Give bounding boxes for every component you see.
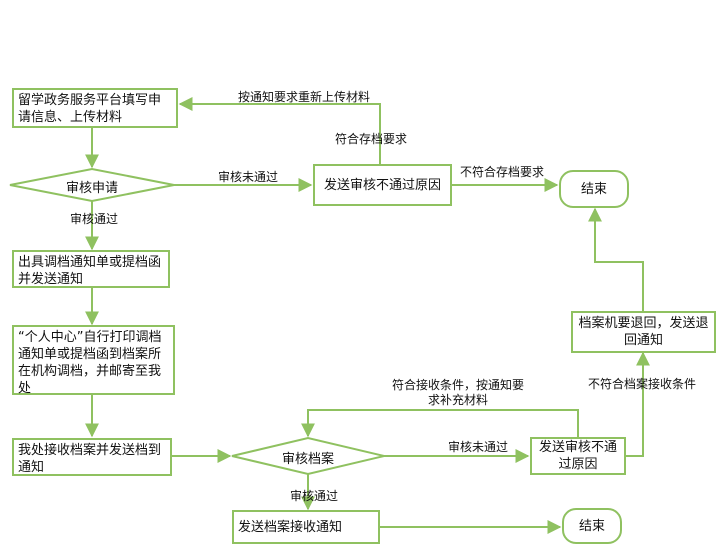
edge-label-meets-archive: 符合存档要求 [335,132,408,146]
node-end-2: 结束 [562,508,622,544]
node-print-letter-text: “个人中心”自行打印调档通知单或提档函到档案所在机构调档，并邮寄至我处 [18,330,162,396]
node-send-reject-2: 发送审核不通过原因 [530,437,626,475]
node-send-accept: 发送档案接收通知 [232,510,380,544]
edge-label-not-meet-receive: 不符合档案接收条件 [588,377,697,391]
edge-label-pass-1: 审核通过 [70,212,119,226]
node-print-letter: “个人中心”自行打印调档通知单或提档函到档案所在机构调档，并邮寄至我处 [12,325,175,396]
node-send-accept-text: 发送档案接收通知 [238,519,343,535]
node-return-notice: 档案机要退回，发送退回通知 [571,311,716,353]
node-end-1-text: 结束 [580,181,607,197]
node-receive-file: 我处接收档案并发送档到通知 [12,438,172,476]
node-end-2-text: 结束 [578,518,605,534]
arrow-not-meet-receive [626,351,650,457]
node-apply-text: 留学政务服务平台填写申请信息、上传材料 [18,93,162,125]
edge-label-not-meet-archive: 不符合存档要求 [460,165,545,179]
node-send-reject-1: 发送审核不通过原因 [313,164,452,206]
node-return-notice-text: 档案机要退回，发送退回通知 [578,316,709,348]
edge-label-fail-1: 审核未通过 [218,170,279,184]
edge-label-fail-2: 审核未通过 [448,440,509,454]
arrow-return-to-end [588,207,644,311]
node-send-reject-1-text: 发送审核不通过原因 [323,177,441,193]
node-issue-notice: 出具调档通知单或提档函并发送通知 [12,250,170,288]
node-send-reject-2-text: 发送审核不通过原因 [538,440,617,472]
edge-label-reupload: 按通知要求重新上传材料 [238,90,371,104]
node-review-apply: 审核申请 [65,181,118,196]
arrow-reupload [178,97,381,164]
node-review-file: 审核档案 [281,452,334,467]
node-apply: 留学政务服务平台填写申请信息、上传材料 [12,88,178,128]
node-issue-notice-text: 出具调档通知单或提档函并发送通知 [18,255,162,287]
arrow-supplement [301,409,579,438]
edge-label-meets-receive: 符合接收条件，按通知要求补充材料 [391,378,524,407]
edge-label-pass-2: 审核通过 [290,489,339,503]
node-receive-file-text: 我处接收档案并发送档到通知 [18,443,162,475]
node-end-1: 结束 [559,170,629,208]
